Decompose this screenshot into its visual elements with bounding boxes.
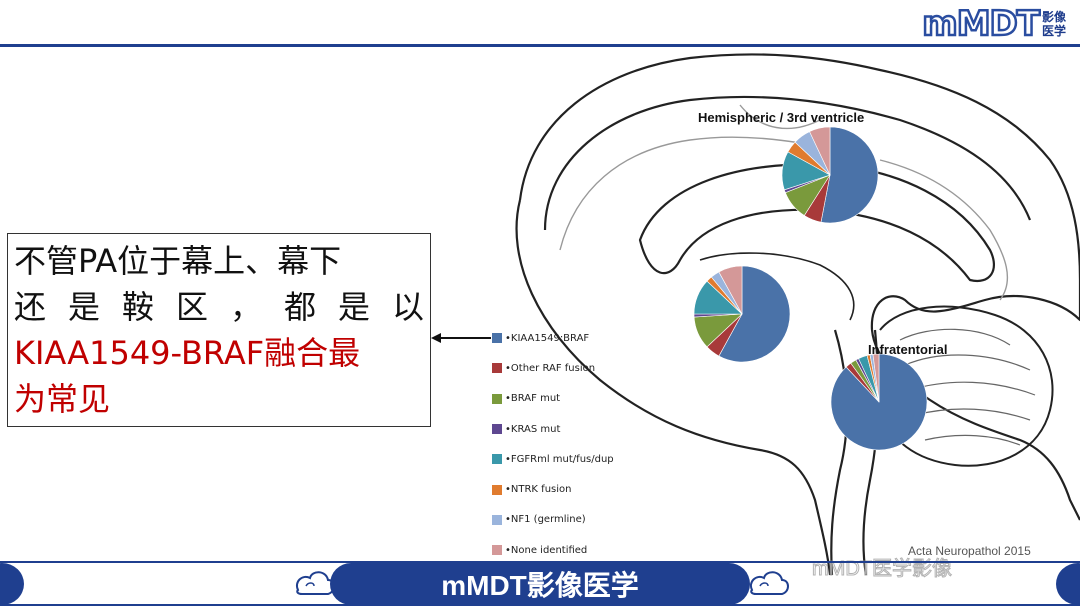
legend-item: •NF1 (germline) bbox=[492, 505, 614, 535]
pie-slice-none-identified bbox=[809, 126, 831, 176]
mmdt-logo: mMDT 影像 医学 bbox=[921, 3, 1066, 46]
legend-item: •Other RAF fusion bbox=[492, 353, 614, 383]
chart-title-hemispheric: Hemispheric / 3rd ventricle bbox=[698, 110, 864, 125]
legend-label: •Other RAF fusion bbox=[505, 362, 596, 374]
pie-slice-kiaa1549-braf bbox=[718, 265, 791, 363]
legend-item: •BRAF mut bbox=[492, 384, 614, 414]
logo-cn-text: 影像 医学 bbox=[1042, 10, 1066, 38]
cloud-ornament-right-icon bbox=[750, 571, 789, 595]
legend-swatch bbox=[492, 393, 502, 404]
legend-swatch bbox=[492, 454, 502, 465]
callout-line-2: 还是鞍区，都是以 bbox=[14, 288, 424, 326]
citation: Acta Neuropathol 2015 bbox=[908, 544, 1031, 558]
footer-line-top bbox=[0, 561, 1080, 563]
legend-item: •KIAA1549:BRAF bbox=[492, 323, 614, 353]
legend-swatch bbox=[492, 424, 502, 435]
legend-label: •FGFRml mut/fus/dup bbox=[505, 453, 614, 465]
legend-swatch bbox=[492, 333, 502, 344]
footer-title: mMDT影像医学 bbox=[330, 563, 750, 605]
pie-slice-none-identified bbox=[718, 265, 743, 315]
pie-chart-2 bbox=[693, 265, 791, 363]
legend-label: •KRAS mut bbox=[505, 423, 561, 435]
pie-charts bbox=[693, 126, 928, 451]
watermark: mMDT医学影像 bbox=[812, 558, 953, 581]
pie-slice-none-identified bbox=[872, 353, 880, 403]
callout-line-4: 为常见 bbox=[14, 380, 111, 418]
cloud-ornament-left-icon bbox=[296, 571, 335, 595]
legend-label: •KIAA1549:BRAF bbox=[505, 332, 590, 344]
pie-chart-1 bbox=[781, 126, 879, 224]
logo-wordmark: mMDT bbox=[921, 3, 1041, 46]
legend-item: •KRAS mut bbox=[492, 414, 614, 444]
callout-box: 不管PA位于幕上、幕下 还是鞍区，都是以 KIAA1549-BRAF融合最 为常… bbox=[7, 233, 431, 427]
legend-swatch bbox=[492, 514, 502, 525]
pointer-arrow bbox=[431, 333, 491, 343]
legend-label: •NF1 (germline) bbox=[505, 514, 586, 526]
pie-chart-3 bbox=[830, 353, 928, 451]
legend-label: •BRAF mut bbox=[505, 393, 561, 405]
chart-title-infratentorial: Infratentorial bbox=[868, 342, 947, 357]
legend-item: •None identified bbox=[492, 535, 614, 565]
legend-item: •NTRK fusion bbox=[492, 474, 614, 504]
legend-swatch bbox=[492, 363, 502, 374]
legend-label: •None identified bbox=[505, 544, 588, 556]
callout-line-3: KIAA1549-BRAF融合最 bbox=[14, 334, 361, 372]
logo-cn-bottom: 医学 bbox=[1041, 24, 1066, 38]
footer-line-bottom bbox=[0, 604, 1080, 606]
legend-label: •NTRK fusion bbox=[505, 484, 572, 496]
legend-swatch bbox=[492, 484, 502, 495]
logo-cn-top: 影像 bbox=[1041, 10, 1066, 24]
header-divider bbox=[0, 44, 1080, 47]
callout-line-1: 不管PA位于幕上、幕下 bbox=[14, 242, 342, 280]
legend-swatch bbox=[492, 545, 502, 556]
chart-legend: •KIAA1549:BRAF •Other RAF fusion •BRAF mut… bbox=[492, 323, 614, 565]
legend-item: •FGFRml mut/fus/dup bbox=[492, 444, 614, 474]
pie-slice-kiaa1549-braf bbox=[820, 126, 879, 224]
